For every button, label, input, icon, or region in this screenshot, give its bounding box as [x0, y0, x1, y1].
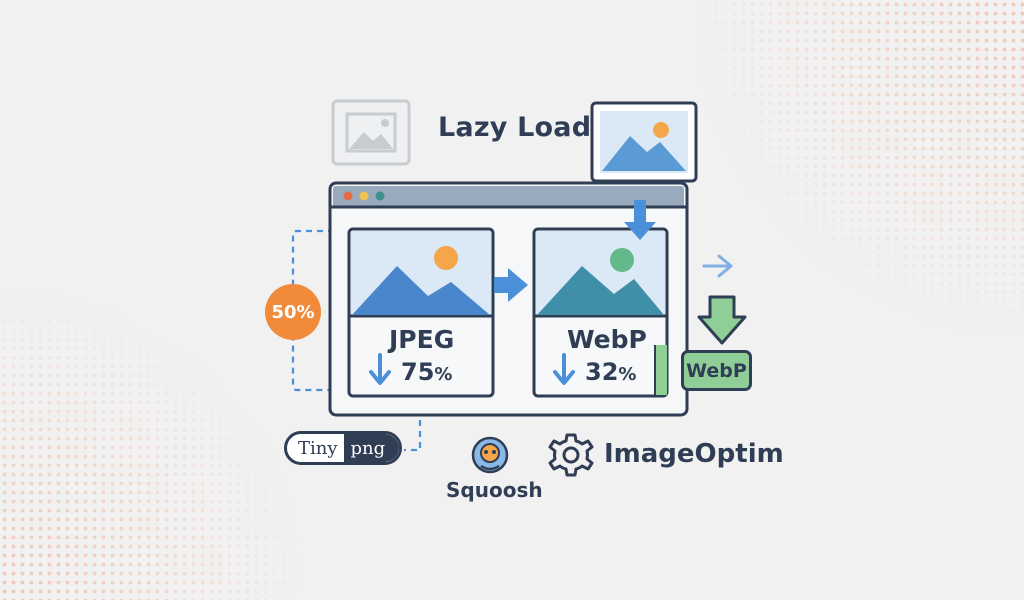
dot-pattern-top-right — [694, 0, 1024, 330]
dashed-connector-left — [291, 229, 345, 392]
webp-output-badge: WebP — [681, 350, 752, 391]
jpeg-format-label: JPEG — [389, 325, 455, 354]
tinypng-logo: Tiny png — [284, 431, 402, 465]
gear-icon — [548, 433, 594, 477]
webp-reduction-number: 32 — [585, 358, 619, 386]
jpeg-reduction-unit: % — [434, 364, 453, 385]
lazy-load-title: Lazy Load — [438, 112, 592, 143]
arrow-right-icon — [494, 268, 528, 302]
tinypng-part1: Tiny — [298, 437, 338, 459]
imageoptim-label: ImageOptim — [604, 439, 784, 469]
dot-pattern-bottom-left — [0, 290, 300, 600]
arrow-right-small-icon — [702, 254, 733, 278]
window-close-dot — [343, 191, 353, 201]
squoosh-label: Squoosh — [446, 478, 543, 502]
window-minimize-dot — [359, 191, 369, 201]
lazy-load-image-card — [590, 101, 698, 183]
jpeg-card — [347, 227, 495, 398]
arrow-down-icon — [624, 200, 656, 240]
window-maximize-dot — [375, 191, 385, 201]
squoosh-logo-icon — [471, 436, 509, 474]
webp-card — [532, 227, 669, 398]
tinypng-part2: png — [343, 434, 399, 462]
jpeg-reduction-number: 75 — [401, 358, 435, 386]
jpeg-reduction-arrow-icon — [369, 353, 391, 385]
webp-reduction-arrow-icon — [553, 353, 575, 385]
jpeg-reduction-value: 75% — [401, 358, 452, 386]
webp-reduction-unit: % — [618, 364, 637, 385]
webp-format-label: WebP — [567, 325, 647, 354]
image-placeholder-icon — [331, 99, 411, 166]
download-arrow-icon — [697, 295, 747, 345]
webp-reduction-value: 32% — [585, 358, 636, 386]
compression-badge: 50% — [265, 284, 321, 340]
